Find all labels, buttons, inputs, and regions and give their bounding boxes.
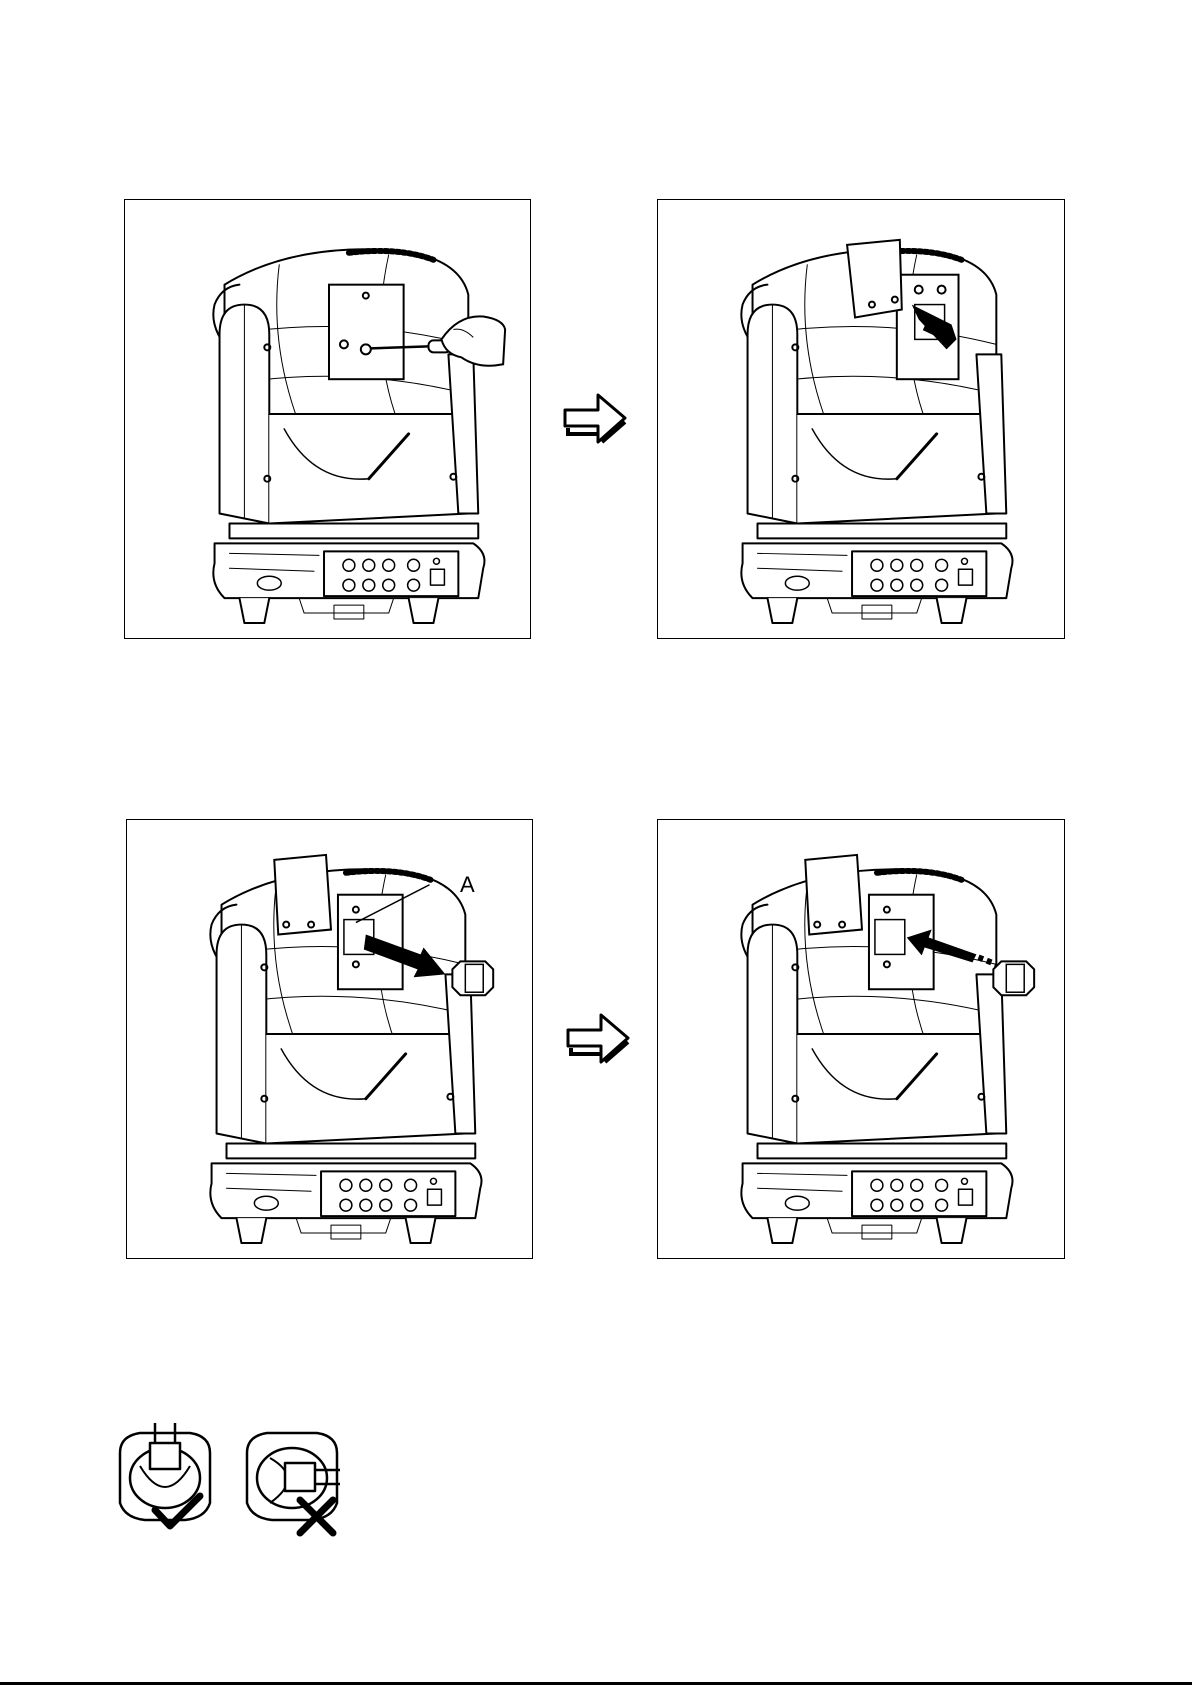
- fixture-illustration: [125, 200, 530, 638]
- figure-step-1: [124, 199, 531, 639]
- fixture-illustration: [658, 200, 1064, 638]
- callout-label-a: A: [460, 872, 475, 898]
- figure-step-4: [657, 819, 1065, 1259]
- right-arrow-icon: [560, 390, 630, 450]
- right-arrow-icon: [563, 1010, 633, 1070]
- figure-step-2: [657, 199, 1065, 639]
- fixture-illustration: [658, 820, 1064, 1258]
- lamp-correct-orientation: [110, 1418, 220, 1538]
- lamp-wrong-orientation: [235, 1418, 355, 1538]
- figure-step-3: A: [126, 819, 533, 1259]
